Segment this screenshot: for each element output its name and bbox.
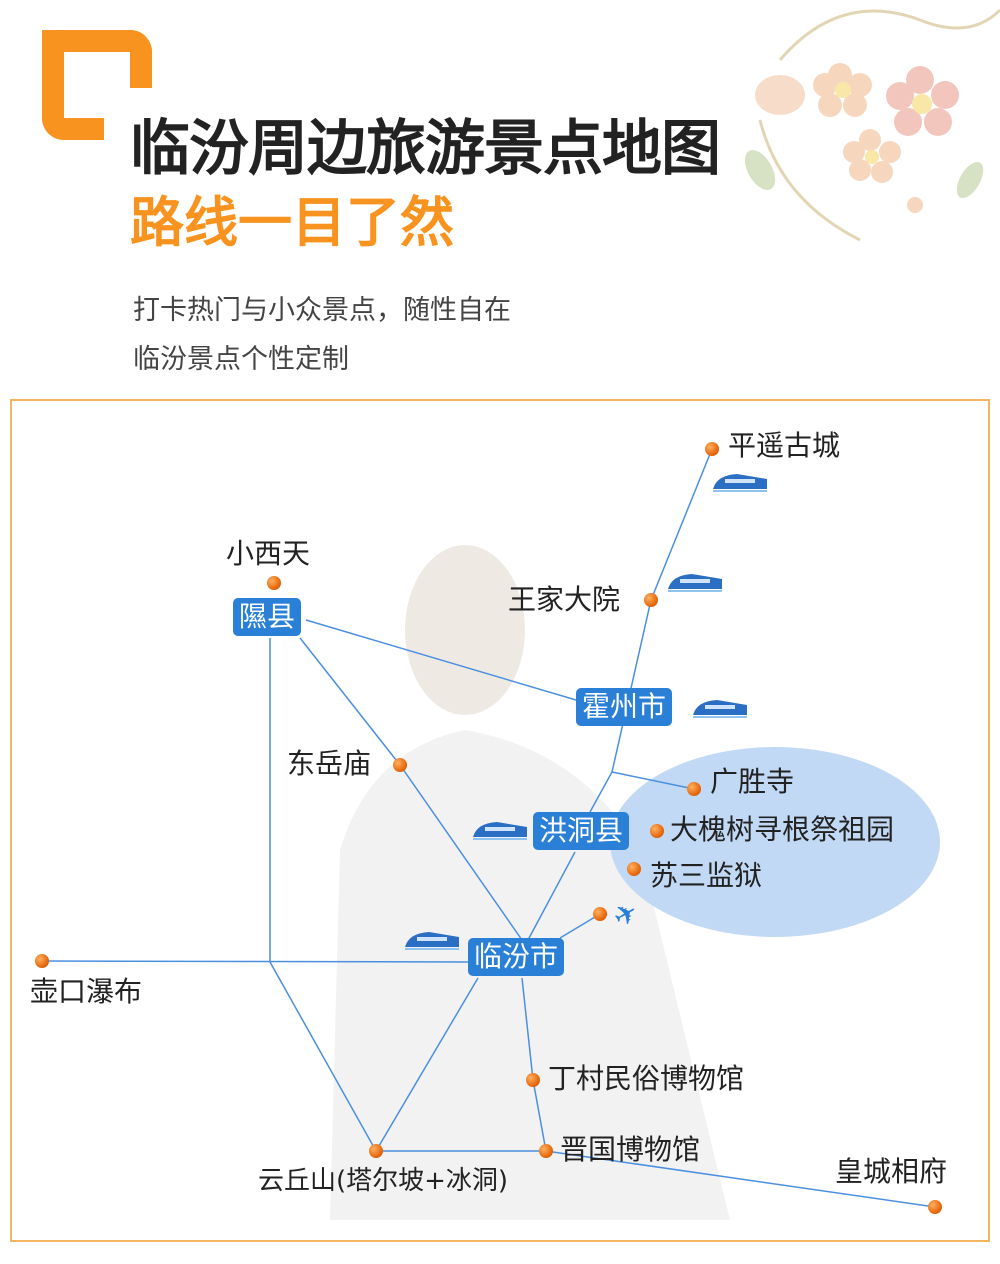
spot-dot-dingcun bbox=[526, 1073, 540, 1087]
spot-dingcun[interactable]: 丁村民俗博物馆 bbox=[548, 1062, 745, 1095]
spot-xiaoxitian[interactable]: 小西天 bbox=[226, 537, 311, 570]
floral-decoration bbox=[744, 8, 1000, 242]
spot-dot-susan bbox=[627, 862, 641, 876]
route-linfen-jinguo bbox=[521, 977, 547, 1152]
spot-susan[interactable]: 苏三监狱 bbox=[650, 859, 763, 892]
spot-dahuaishu[interactable]: 大槐树寻根祭祖园 bbox=[670, 813, 895, 846]
spot-dot-guangsheng bbox=[687, 782, 701, 796]
spot-dot-jinguo bbox=[539, 1144, 553, 1158]
spot-guangsheng[interactable]: 广胜寺 bbox=[710, 765, 795, 798]
spot-jinguo[interactable]: 晋国博物馆 bbox=[560, 1133, 701, 1166]
spot-dot-xiaoxitian bbox=[267, 576, 281, 590]
route-hukou-linfen bbox=[41, 960, 469, 963]
spot-dot-dahuaishu bbox=[650, 824, 664, 838]
route-xixian-linfen bbox=[299, 637, 523, 941]
high-speed-train-icon bbox=[473, 822, 527, 840]
spot-hukou[interactable]: 壶口瀑布 bbox=[30, 975, 143, 1008]
city-hongtong[interactable]: 洪洞县 bbox=[533, 812, 630, 850]
route-linfen-yunqiu bbox=[375, 977, 479, 1152]
orange-bracket-bottom bbox=[42, 118, 104, 140]
spot-dot-wangjia bbox=[644, 593, 658, 607]
orange-bracket-side bbox=[42, 30, 64, 140]
orange-bracket-decoration bbox=[42, 30, 152, 88]
airport-dot bbox=[593, 907, 607, 921]
description-line-1: 打卡热门与小众景点，随性自在 bbox=[133, 295, 511, 326]
spot-pingyao[interactable]: 平遥古城 bbox=[728, 429, 841, 462]
map-frame bbox=[10, 399, 990, 1242]
city-huozhou[interactable]: 霍州市 bbox=[576, 688, 673, 726]
high-speed-train-icon bbox=[713, 474, 767, 492]
route-guangsheng bbox=[611, 771, 695, 790]
spot-dot-hukou bbox=[35, 954, 49, 968]
spot-dot-pingyao bbox=[705, 442, 719, 456]
route-hongtong-linfen bbox=[527, 851, 576, 941]
spot-yunqiu[interactable]: 云丘山(塔尔坡+冰洞) bbox=[258, 1166, 509, 1196]
high-speed-train-icon bbox=[668, 574, 722, 592]
high-speed-train-icon bbox=[405, 932, 459, 950]
spot-dot-dongyue bbox=[393, 758, 407, 772]
route-pingyao-hongtong bbox=[589, 448, 713, 813]
description-line-2: 临汾景点个性定制 bbox=[133, 344, 349, 375]
page-subtitle: 路线一目了然 bbox=[130, 191, 454, 254]
route-xixian-huozhou bbox=[305, 619, 577, 701]
spot-dongyue[interactable]: 东岳庙 bbox=[287, 747, 372, 780]
high-speed-train-icon bbox=[693, 700, 747, 718]
city-linfen[interactable]: 临汾市 bbox=[468, 938, 565, 976]
page-title: 临汾周边旅游景点地图 bbox=[130, 114, 721, 184]
spot-huangcheng[interactable]: 皇城相府 bbox=[835, 1155, 948, 1188]
city-xixian[interactable]: 隰县 bbox=[233, 598, 302, 636]
spot-dot-huangcheng bbox=[928, 1200, 942, 1214]
spot-dot-yunqiu bbox=[369, 1144, 383, 1158]
spot-wangjia[interactable]: 王家大院 bbox=[508, 583, 621, 616]
